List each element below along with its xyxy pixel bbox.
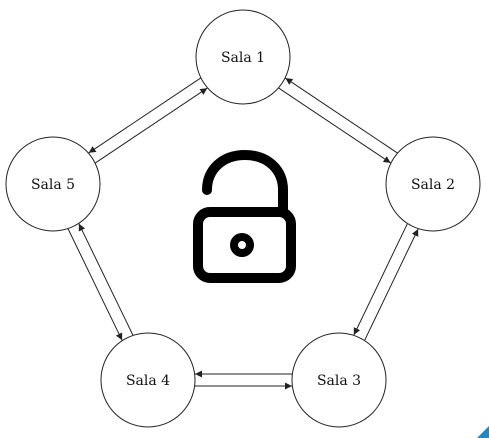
padlock-body (193, 207, 296, 283)
room-node-5[interactable]: Sala 5 (5, 136, 101, 232)
arrow-r4-to-r5 (78, 223, 134, 336)
room-node-3[interactable]: Sala 3 (291, 332, 387, 428)
arrow-r3-to-r2 (364, 228, 419, 341)
arrow-r2-to-r3 (353, 223, 408, 336)
room-label: Sala 5 (31, 177, 75, 193)
arrow-r5-to-r4 (67, 228, 123, 341)
room-node-1[interactable]: Sala 1 (195, 9, 291, 105)
room-node-4[interactable]: Sala 4 (100, 332, 196, 428)
room-node-2[interactable]: Sala 2 (385, 136, 481, 232)
padlock-keyhole (230, 233, 254, 257)
room-label: Sala 4 (126, 373, 170, 389)
padlock-shackle (202, 150, 288, 217)
arrow-r1-to-r5 (88, 77, 201, 154)
room-circle (195, 9, 291, 105)
room-label: Sala 3 (317, 373, 361, 389)
room-circle (5, 136, 101, 232)
room-label: Sala 2 (411, 177, 455, 193)
arrow-r1-to-r2 (278, 87, 391, 164)
arrow-r5-to-r1 (95, 87, 208, 164)
room-circle (291, 332, 387, 428)
room-circle (100, 332, 196, 428)
arrow-r2-to-r1 (285, 77, 398, 154)
corner-accent-mark (477, 426, 489, 438)
unlocked-padlock-icon (193, 150, 296, 283)
room-label: Sala 1 (221, 50, 265, 66)
room-circle (385, 136, 481, 232)
connection-arrows (67, 77, 419, 390)
